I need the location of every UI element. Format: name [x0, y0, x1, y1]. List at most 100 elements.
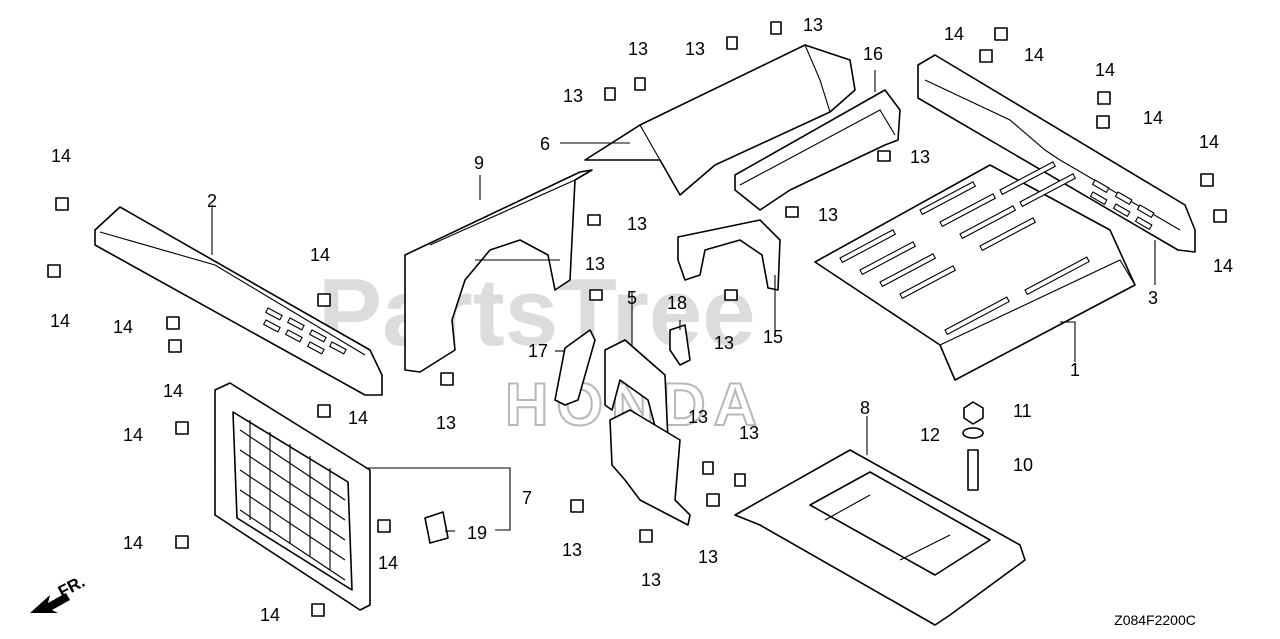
callout-14[interactable]: 14	[348, 408, 368, 428]
front-direction-indicator: FR.	[30, 572, 88, 613]
callout-13[interactable]: 13	[627, 214, 647, 234]
bolt-13[interactable]	[724, 289, 738, 301]
washer[interactable]	[962, 427, 984, 439]
bolt-14[interactable]	[311, 603, 325, 617]
bolt-13[interactable]	[706, 493, 720, 507]
callout-14[interactable]: 14	[163, 381, 183, 401]
base-frame[interactable]	[734, 449, 1026, 626]
rubber-seal[interactable]	[554, 329, 596, 406]
callout-10[interactable]: 10	[1013, 455, 1033, 475]
callout-14[interactable]: 14	[113, 317, 133, 337]
bolt-13[interactable]	[604, 87, 616, 101]
bolt-14[interactable]	[317, 404, 331, 418]
callout-12[interactable]: 12	[920, 425, 940, 445]
bolt-13[interactable]	[877, 150, 891, 162]
callout-8[interactable]: 8	[860, 398, 870, 418]
filter-pad[interactable]	[424, 511, 449, 544]
bolt-13[interactable]	[639, 529, 653, 543]
bolt-14[interactable]	[166, 316, 180, 330]
callout-14[interactable]: 14	[1095, 60, 1115, 80]
bolt-13[interactable]	[770, 21, 782, 35]
callout-13[interactable]: 13	[739, 423, 759, 443]
bolt-14[interactable]	[994, 27, 1008, 41]
callout-9[interactable]: 9	[474, 153, 484, 173]
callout-3[interactable]: 3	[1148, 288, 1158, 308]
front-cross-cover[interactable]	[734, 89, 901, 211]
bolt-13[interactable]	[587, 214, 601, 226]
callout-14[interactable]: 14	[123, 533, 143, 553]
flange-nut[interactable]	[963, 401, 984, 425]
callout-14[interactable]: 14	[310, 245, 330, 265]
cover-vent-slots	[839, 161, 1090, 336]
bolt-13[interactable]	[440, 372, 454, 386]
small-rubber-seal[interactable]	[669, 324, 691, 366]
callout-14[interactable]: 14	[1024, 45, 1044, 65]
bolt-14[interactable]	[55, 197, 69, 211]
callout-13[interactable]: 13	[818, 205, 838, 225]
bolt-14[interactable]	[979, 49, 993, 63]
callout-13[interactable]: 13	[641, 570, 661, 590]
callout-13[interactable]: 13	[910, 147, 930, 167]
bolt-14[interactable]	[175, 421, 189, 435]
bolt-13[interactable]	[589, 289, 603, 301]
bolt-13[interactable]	[570, 499, 584, 513]
bolt-14[interactable]	[175, 535, 189, 549]
bolt-14[interactable]	[377, 519, 391, 533]
callout-11[interactable]: 11	[1013, 401, 1032, 421]
bolt-group	[47, 21, 1227, 617]
rear-panel[interactable]	[404, 169, 593, 373]
callout-19[interactable]: 19	[467, 523, 487, 543]
rear-top-cover[interactable]	[584, 44, 856, 196]
callout-13[interactable]: 13	[562, 540, 582, 560]
callout-17[interactable]: 17	[528, 341, 548, 361]
grille-frame[interactable]	[214, 382, 371, 611]
callout-15[interactable]: 15	[763, 327, 783, 347]
stud-bolt[interactable]	[967, 449, 979, 491]
callout-14[interactable]: 14	[50, 311, 70, 331]
callout-2[interactable]: 2	[207, 191, 217, 211]
top-cover[interactable]	[814, 161, 1136, 381]
callout-13[interactable]: 13	[685, 39, 705, 59]
bracket-plate[interactable]	[604, 339, 669, 446]
callout-13[interactable]: 13	[698, 547, 718, 567]
lower-center-plate[interactable]	[609, 409, 691, 526]
bolt-13[interactable]	[634, 77, 646, 91]
left-side-panel[interactable]	[94, 206, 383, 396]
bolt-14[interactable]	[1200, 173, 1214, 187]
callout-13[interactable]: 13	[585, 254, 605, 274]
callout-7[interactable]: 7	[522, 488, 532, 508]
callout-14[interactable]: 14	[51, 146, 71, 166]
callout-1[interactable]: 1	[1070, 360, 1080, 380]
callout-13[interactable]: 13	[803, 15, 823, 35]
callout-14[interactable]: 14	[1213, 256, 1233, 276]
callout-13[interactable]: 13	[436, 413, 456, 433]
callout-14[interactable]: 14	[378, 553, 398, 573]
bolt-14[interactable]	[317, 293, 331, 307]
callout-14[interactable]: 14	[1143, 108, 1163, 128]
callout-14[interactable]: 14	[944, 24, 964, 44]
bolt-13[interactable]	[702, 461, 714, 475]
callout-16[interactable]: 16	[863, 44, 883, 64]
shroud-bracket[interactable]	[677, 219, 781, 291]
callout-14[interactable]: 14	[260, 605, 280, 625]
callout-14[interactable]: 14	[1199, 132, 1219, 152]
callout-14[interactable]: 14	[123, 425, 143, 445]
bolt-13[interactable]	[785, 206, 799, 218]
callout-13[interactable]: 13	[688, 407, 708, 427]
bolt-14[interactable]	[1213, 209, 1227, 223]
bolt-13[interactable]	[726, 36, 738, 50]
bolt-14[interactable]	[1096, 115, 1110, 129]
callout-6[interactable]: 6	[540, 134, 550, 154]
callout-13[interactable]: 13	[714, 333, 734, 353]
bolt-14[interactable]	[168, 339, 182, 353]
right-side-panel[interactable]	[917, 54, 1196, 253]
bolt-14[interactable]	[1097, 91, 1111, 105]
bolt-14[interactable]	[47, 264, 61, 278]
callout-13[interactable]: 13	[563, 86, 583, 106]
callout-18[interactable]: 18	[667, 293, 687, 313]
bolt-13[interactable]	[734, 473, 746, 487]
callout-13[interactable]: 13	[628, 39, 648, 59]
callout-5[interactable]: 5	[627, 288, 637, 308]
